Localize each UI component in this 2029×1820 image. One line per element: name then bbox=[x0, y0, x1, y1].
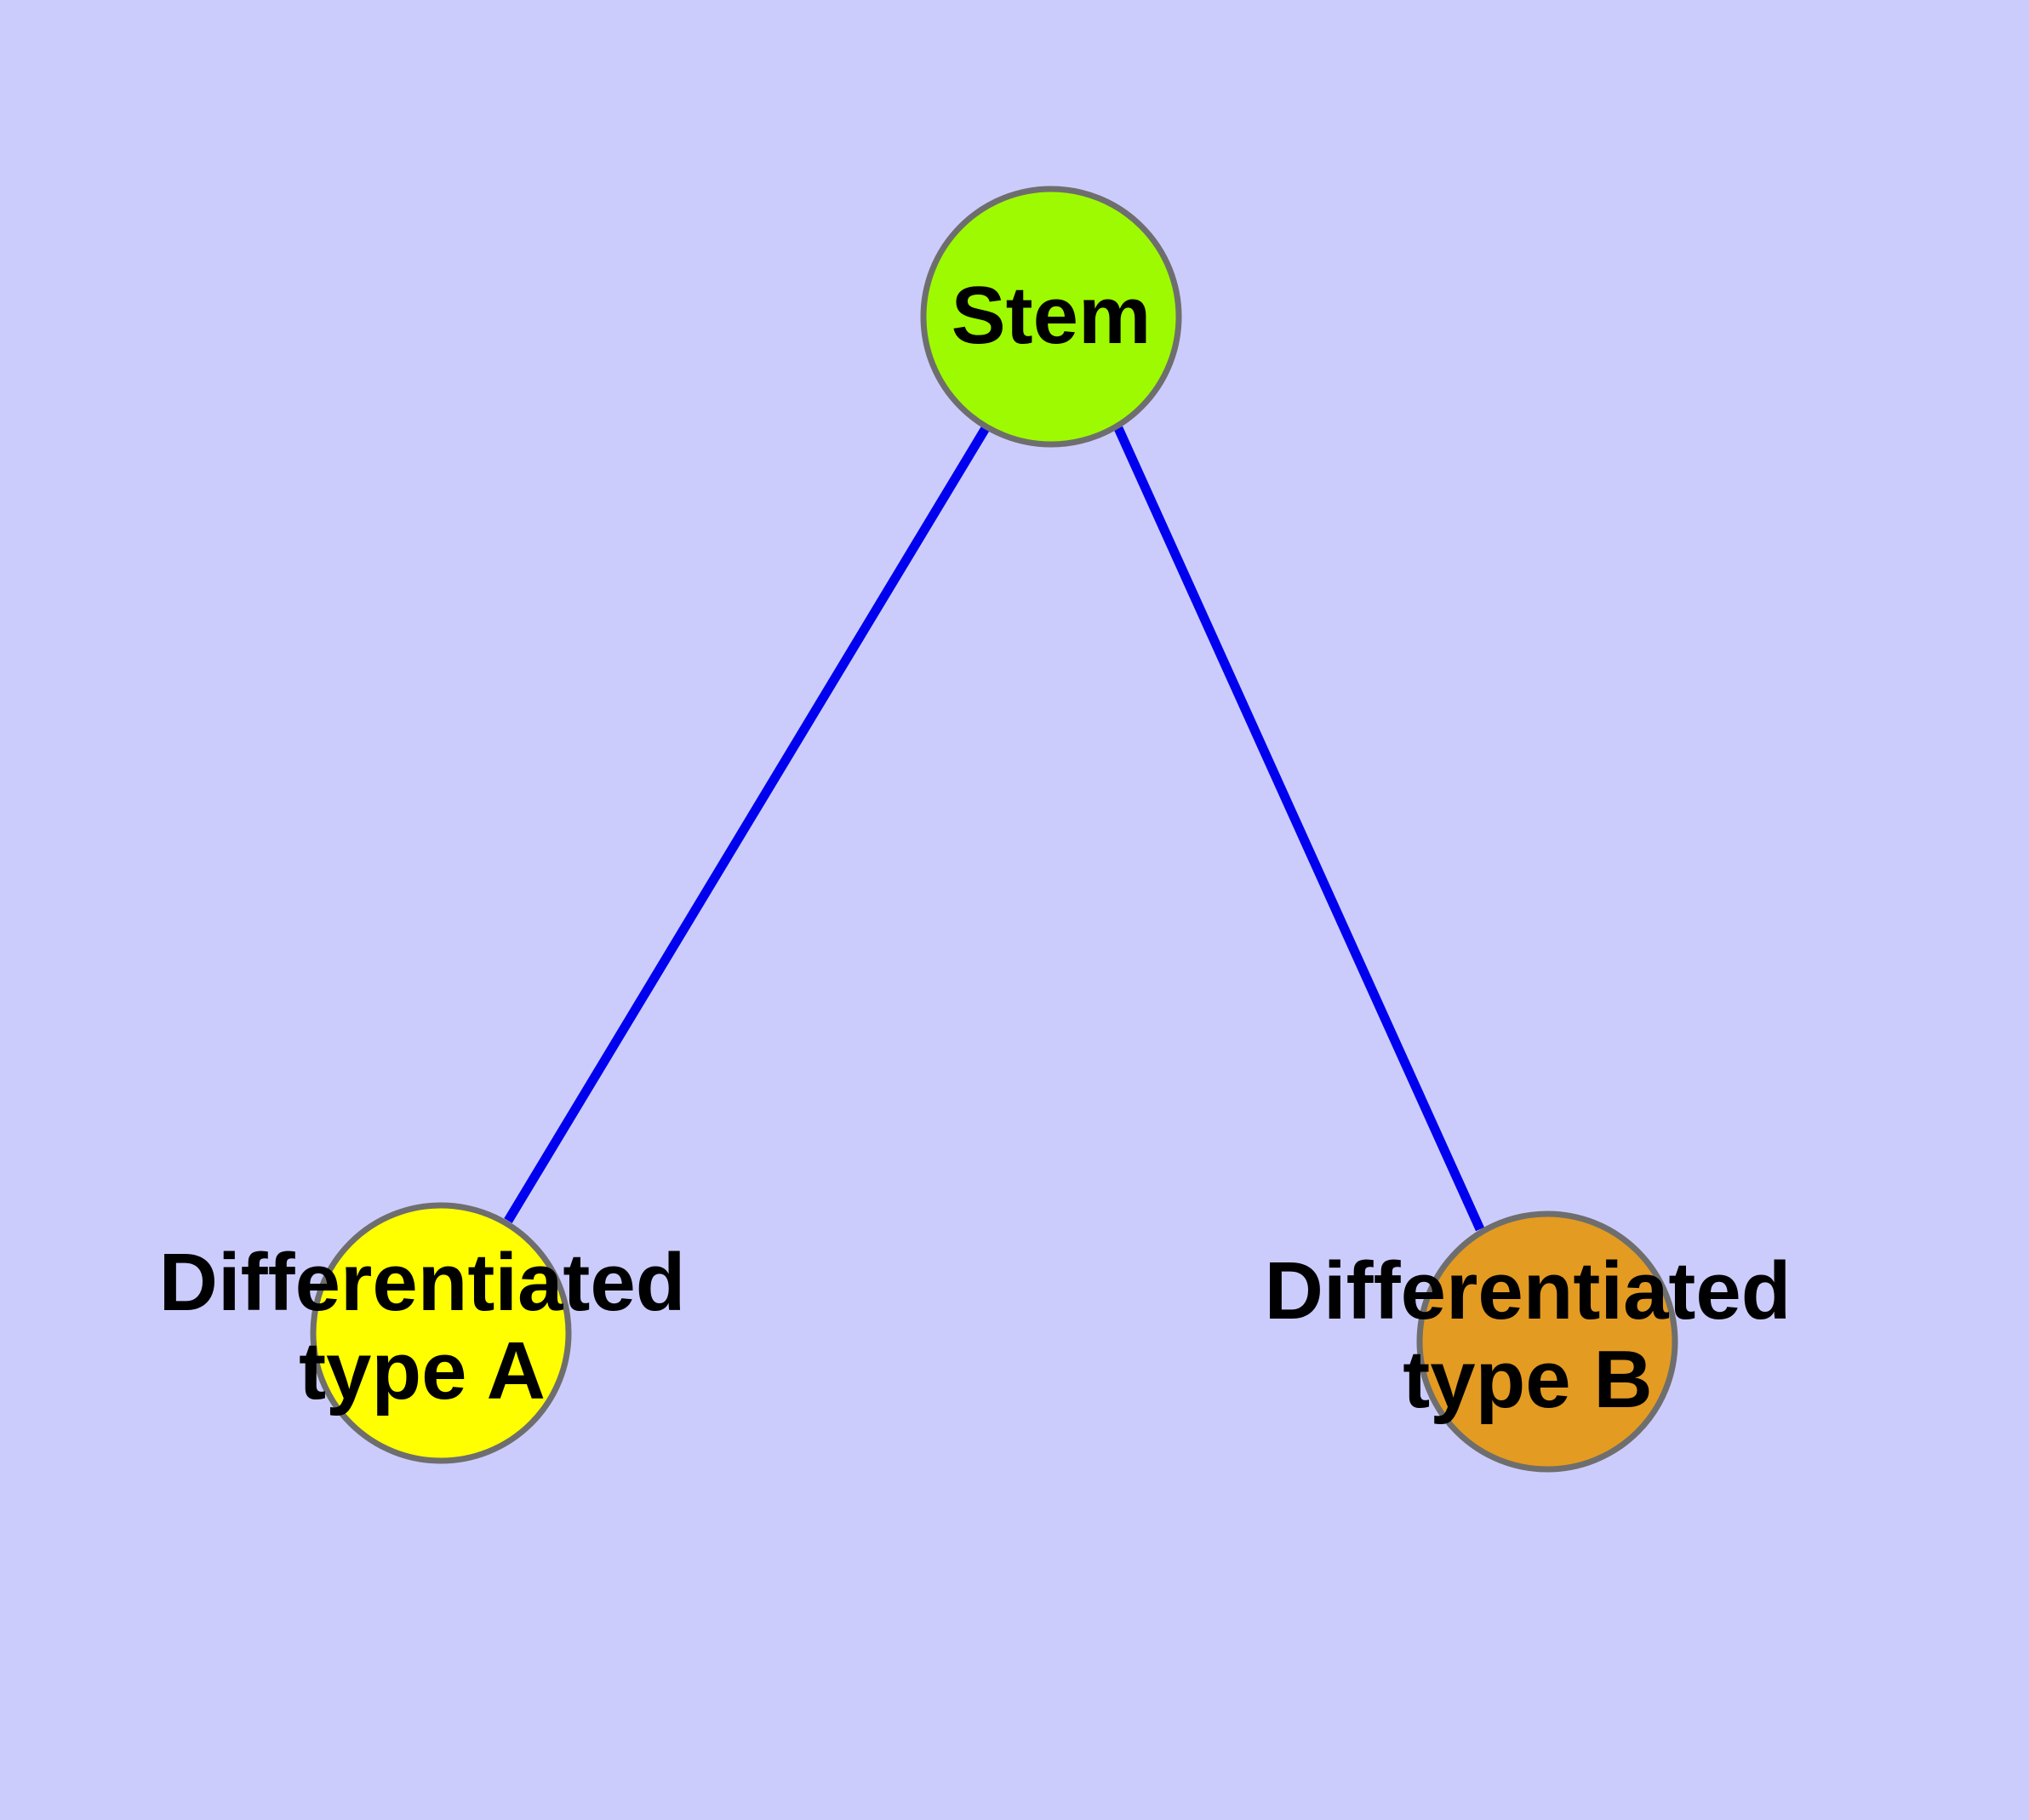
node-stem-label: Stem bbox=[952, 270, 1152, 361]
node-differentiated-type-b-label-line: Differentiated bbox=[1265, 1246, 1792, 1337]
edge-layer bbox=[504, 426, 1485, 1232]
node-differentiated-type-a-label-line: type A bbox=[299, 1325, 546, 1417]
edge-stem-to-differentiated-type-b[interactable] bbox=[1113, 426, 1485, 1232]
node-differentiated-type-b-label-line: type B bbox=[1403, 1334, 1652, 1425]
node-differentiated-type-a-label-line: Differentiated bbox=[159, 1238, 686, 1329]
node-stem-label-line: Stem bbox=[952, 270, 1152, 361]
node-stem[interactable]: Stem bbox=[920, 186, 1182, 448]
node-stem-circle[interactable] bbox=[920, 186, 1182, 448]
node-differentiated-type-b-circle[interactable] bbox=[1416, 1210, 1678, 1473]
edge-stem-to-differentiated-type-a[interactable] bbox=[504, 426, 990, 1223]
node-differentiated-type-a-circle[interactable] bbox=[310, 1202, 572, 1464]
